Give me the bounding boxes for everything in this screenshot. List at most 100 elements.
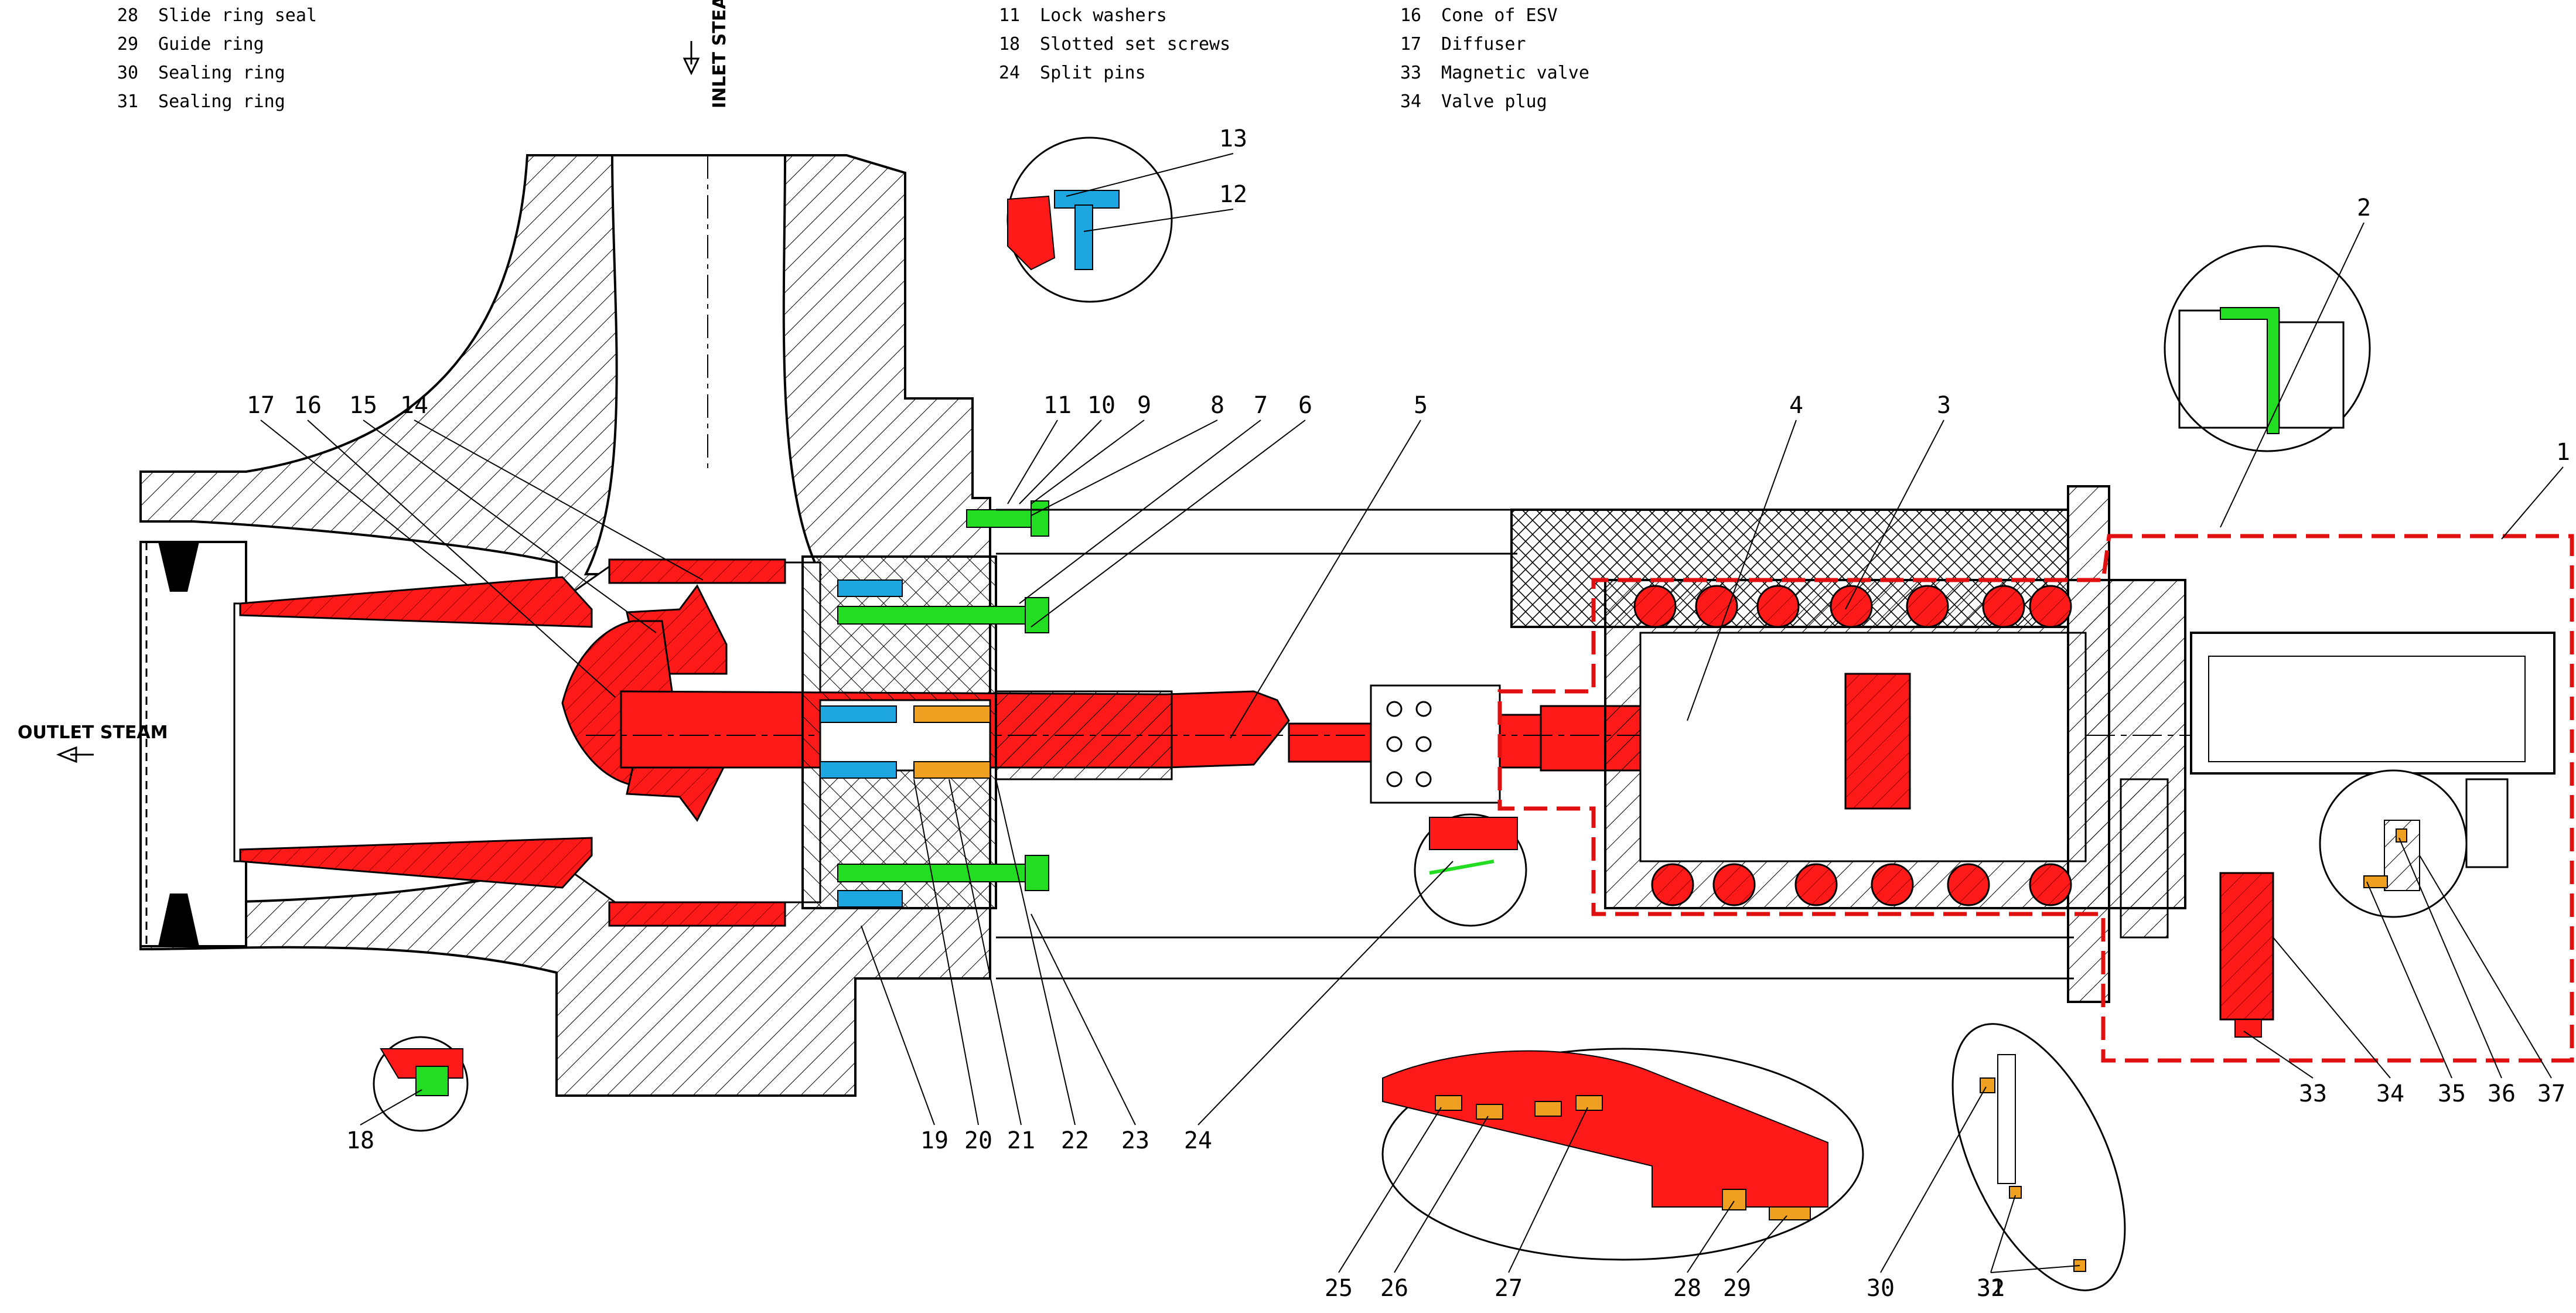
seat-ring-top [608, 558, 786, 584]
callout-5: 5 [1414, 392, 1428, 419]
leader-line-18 [360, 1089, 422, 1126]
leader-line-15 [363, 420, 657, 633]
callout-6: 6 [1298, 392, 1312, 419]
leader-line-7 [1019, 420, 1261, 604]
leader-line-36 [2398, 837, 2502, 1079]
legend-item-text: Cone of ESV [1431, 5, 1558, 26]
legend-item-number: 31 [117, 91, 139, 112]
legend-item-text: Guide ring [148, 34, 264, 54]
callout-2: 2 [2357, 195, 2371, 221]
legend-item: 31 Sealing ring [117, 93, 285, 111]
leader-line-22 [995, 779, 1076, 1126]
detail-view-2 [2164, 245, 2371, 452]
leader-line-1 [2501, 466, 2564, 540]
callout-28: 28 [1673, 1275, 1701, 1302]
leader-line-35 [2366, 881, 2452, 1079]
leader-line-2 [2220, 222, 2365, 528]
leader-line-33 [2243, 1031, 2314, 1079]
leader-line-16 [307, 420, 616, 698]
inlet-arrow [683, 41, 700, 76]
leader-line-17 [260, 420, 469, 586]
callout-16: 16 [294, 392, 322, 419]
spring-piston [1844, 673, 1911, 810]
leader-line-24 [1197, 861, 1454, 1126]
magnetic-valve [2219, 872, 2274, 1021]
legend-item: 29 Guide ring [117, 36, 264, 53]
legend-item: 24 Split pins [999, 64, 1146, 82]
legend-item: 28 Slide ring seal [117, 7, 317, 25]
callout-33: 33 [2299, 1080, 2327, 1107]
callout-18: 18 [346, 1127, 374, 1154]
callout-35: 35 [2438, 1080, 2466, 1107]
inlet-steam-label: INLET STEAM [709, 0, 730, 108]
leader-line-5 [1230, 420, 1421, 739]
detail-view-25-29 [1381, 1048, 1864, 1261]
leader-line-3 [1845, 420, 1944, 610]
callout-34: 34 [2376, 1080, 2404, 1107]
leader-line-4 [1687, 420, 1797, 721]
legend-item-text: Sealing ring [148, 91, 285, 112]
callout-24: 24 [1184, 1127, 1212, 1154]
callout-36: 36 [2488, 1080, 2516, 1107]
detail-view-12-13 [1006, 137, 1173, 303]
legend-item: 18 Slotted set screws [999, 36, 1230, 53]
legend-item-text: Magnetic valve [1431, 63, 1589, 83]
callout-7: 7 [1254, 392, 1268, 419]
leader-line-20 [913, 779, 979, 1126]
legend-item: 17 Diffuser [1400, 36, 1526, 53]
callout-11: 11 [1043, 392, 1072, 419]
detail-view-35-37 [2319, 769, 2468, 918]
legend-item-number: 24 [999, 63, 1021, 83]
leader-line-28 [1687, 1201, 1735, 1273]
callout-9: 9 [1137, 392, 1151, 419]
legend-item-number: 28 [117, 5, 139, 26]
callout-31: 31 [1977, 1275, 2005, 1302]
callout-29: 29 [1723, 1275, 1751, 1302]
spring-coils [1633, 585, 2072, 906]
legend-item: 30 Sealing ring [117, 64, 285, 82]
callout-21: 21 [1007, 1127, 1035, 1154]
legend-item-number: 17 [1400, 34, 1422, 54]
outlet-arrow [56, 746, 94, 763]
outlet-steam-label: OUTLET STEAM [18, 722, 168, 743]
legend-item-text: Slotted set screws [1029, 34, 1231, 54]
leader-line-6 [1031, 420, 1306, 627]
set-screws [837, 579, 903, 908]
legend-item-number: 33 [1400, 63, 1422, 83]
callout-23: 23 [1121, 1127, 1149, 1154]
leader-line-23 [1031, 913, 1136, 1126]
callout-14: 14 [400, 392, 428, 419]
legend-item: 11 Lock washers [999, 7, 1167, 25]
leader-line-14 [414, 420, 704, 581]
leader-line-9 [1031, 420, 1145, 504]
callout-13: 13 [1219, 125, 1247, 152]
leader-line-29 [1736, 1215, 1787, 1273]
callout-20: 20 [964, 1127, 992, 1154]
leader-line-21 [948, 779, 1022, 1126]
callout-8: 8 [1210, 392, 1224, 419]
detail-view-30-32 [1951, 1023, 2126, 1291]
leader-line-11 [1007, 420, 1058, 504]
callout-27: 27 [1495, 1275, 1523, 1302]
legend-item-number: 34 [1400, 91, 1422, 112]
legend-item-text: Lock washers [1029, 5, 1167, 26]
callout-17: 17 [247, 392, 275, 419]
callout-37: 37 [2537, 1080, 2565, 1107]
legend-item-number: 30 [117, 63, 139, 83]
callout-3: 3 [1937, 392, 1951, 419]
callout-15: 15 [349, 392, 377, 419]
leader-line-34 [2273, 937, 2391, 1079]
leader-line-13 [1066, 153, 1234, 197]
leader-line-25 [1338, 1107, 1442, 1273]
leader-line-30 [1880, 1086, 1987, 1273]
legend-item-number: 18 [999, 34, 1021, 54]
callout-26: 26 [1380, 1275, 1408, 1302]
leader-line-32 [1990, 1265, 2080, 1273]
legend-item-number: 11 [999, 5, 1021, 26]
callout-30: 30 [1867, 1275, 1895, 1302]
detail-view-18 [373, 1036, 469, 1132]
callout-10: 10 [1087, 392, 1115, 419]
legend-item: 34 Valve plug [1400, 93, 1547, 111]
